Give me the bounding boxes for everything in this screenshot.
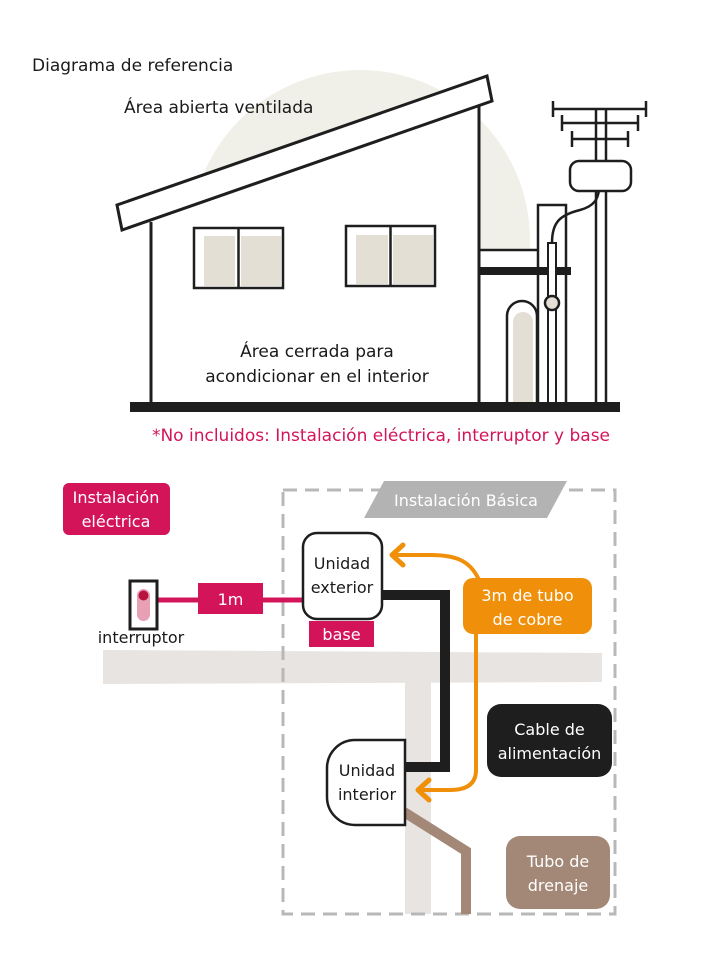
closed-area-label-line2: acondicionar en el interior <box>205 367 428 387</box>
svg-text:drenaje: drenaje <box>528 876 588 895</box>
indoor-unit: Unidad interior <box>325 738 407 827</box>
house-annex-structure <box>479 189 601 407</box>
svg-text:Cable de: Cable de <box>514 720 585 739</box>
drain-tube-line <box>401 807 471 914</box>
house-roof <box>115 74 494 232</box>
svg-text:3m de tubo: 3m de tubo <box>481 586 573 605</box>
svg-text:Unidad: Unidad <box>314 554 370 573</box>
svg-text:1m: 1m <box>218 590 244 609</box>
svg-text:interior: interior <box>338 785 397 804</box>
copper-tube-badge: 3m de tubo de cobre <box>463 578 592 634</box>
copper-tube-line <box>389 542 481 803</box>
svg-text:eléctrica: eléctrica <box>82 512 151 531</box>
svg-text:de cobre: de cobre <box>493 610 563 629</box>
svg-text:Instalación Básica: Instalación Básica <box>394 491 538 510</box>
power-cable-line <box>378 590 450 772</box>
open-area-label: Área abierta ventilada <box>124 96 313 118</box>
svg-text:base: base <box>322 625 360 644</box>
drain-tube-badge: Tubo de drenaje <box>506 836 610 909</box>
utility-pole <box>551 101 648 405</box>
svg-text:Instalación: Instalación <box>73 488 160 507</box>
switch-label: interruptor <box>98 628 185 647</box>
switch-toggle-knob <box>138 590 149 601</box>
outdoor-unit: Unidad exterior <box>301 531 384 621</box>
ground-line <box>130 402 620 412</box>
closed-area-label-line1: Área cerrada para <box>240 340 394 362</box>
window-right <box>344 224 437 288</box>
switch <box>128 579 159 631</box>
diagram-title: Diagrama de referencia <box>32 56 233 76</box>
house-body <box>150 95 478 405</box>
svg-text:Tubo de: Tubo de <box>526 852 590 871</box>
window-left <box>192 226 285 290</box>
basic-installation-banner: Instalación Básica <box>364 481 567 518</box>
not-included-note: *No incluidos: Instalación eléctrica, in… <box>152 426 610 446</box>
svg-text:exterior: exterior <box>311 578 374 597</box>
distance-badge: 1m <box>198 583 263 614</box>
svg-text:Unidad: Unidad <box>339 761 395 780</box>
svg-text:alimentación: alimentación <box>498 744 602 763</box>
electrical-installation-badge: Instalación eléctrica <box>63 483 170 535</box>
transformer-box <box>568 159 633 193</box>
base-badge: base <box>309 621 374 647</box>
power-cable-badge: Cable de alimentación <box>487 704 612 777</box>
